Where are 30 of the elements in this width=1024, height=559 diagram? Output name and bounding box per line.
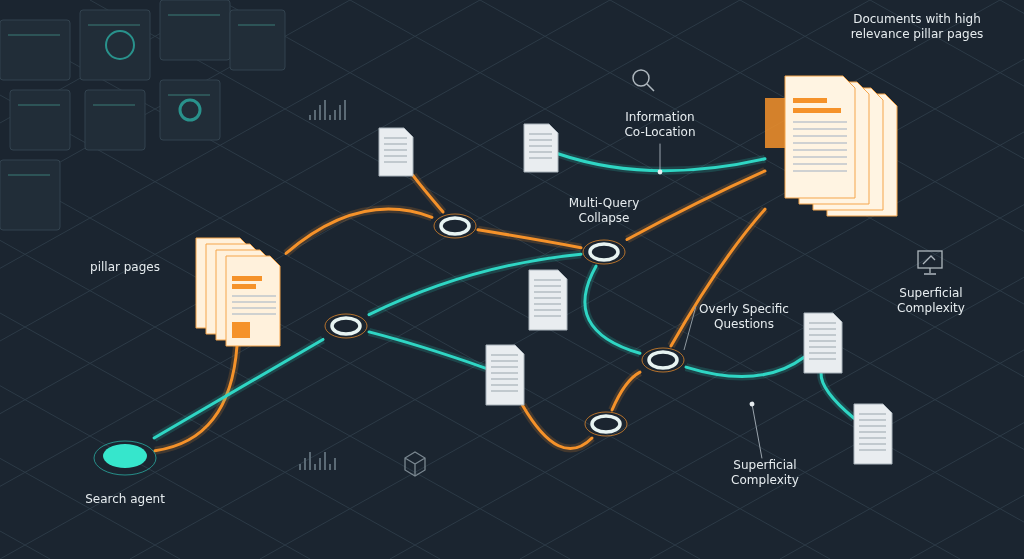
connector-path [367,328,488,373]
document-icon [486,345,524,405]
ring-node [323,312,369,340]
ring-node [583,410,629,438]
connector-path [581,264,642,358]
connector-path [667,206,769,348]
connector-path [476,225,583,252]
connector-path [152,335,325,442]
text-label: Superficial Complexity [896,286,966,316]
connector-path [367,250,583,319]
leader-line [749,401,763,459]
connector-path [409,173,447,215]
document-icon [529,270,567,330]
document-icon [804,313,842,373]
leader-line [657,143,663,175]
node-label: pillar pages [89,260,161,275]
ring-node [432,212,478,240]
node-label: Overly Specific Questions [698,302,790,332]
connector-path [518,402,595,453]
connector-path [283,205,434,257]
node-label: Search agent [84,492,166,507]
node-label: Documents with high relevance pillar pages [849,12,985,42]
connector-path [608,368,643,412]
connector-path [625,167,767,244]
node-label: Superficial Complexity [730,458,800,488]
node-label: Multi-Query Collapse [567,196,641,226]
document-icon [854,404,892,464]
document-icon [524,124,558,172]
node-label: Information Co-Location [623,110,697,140]
document-icon [379,128,413,176]
